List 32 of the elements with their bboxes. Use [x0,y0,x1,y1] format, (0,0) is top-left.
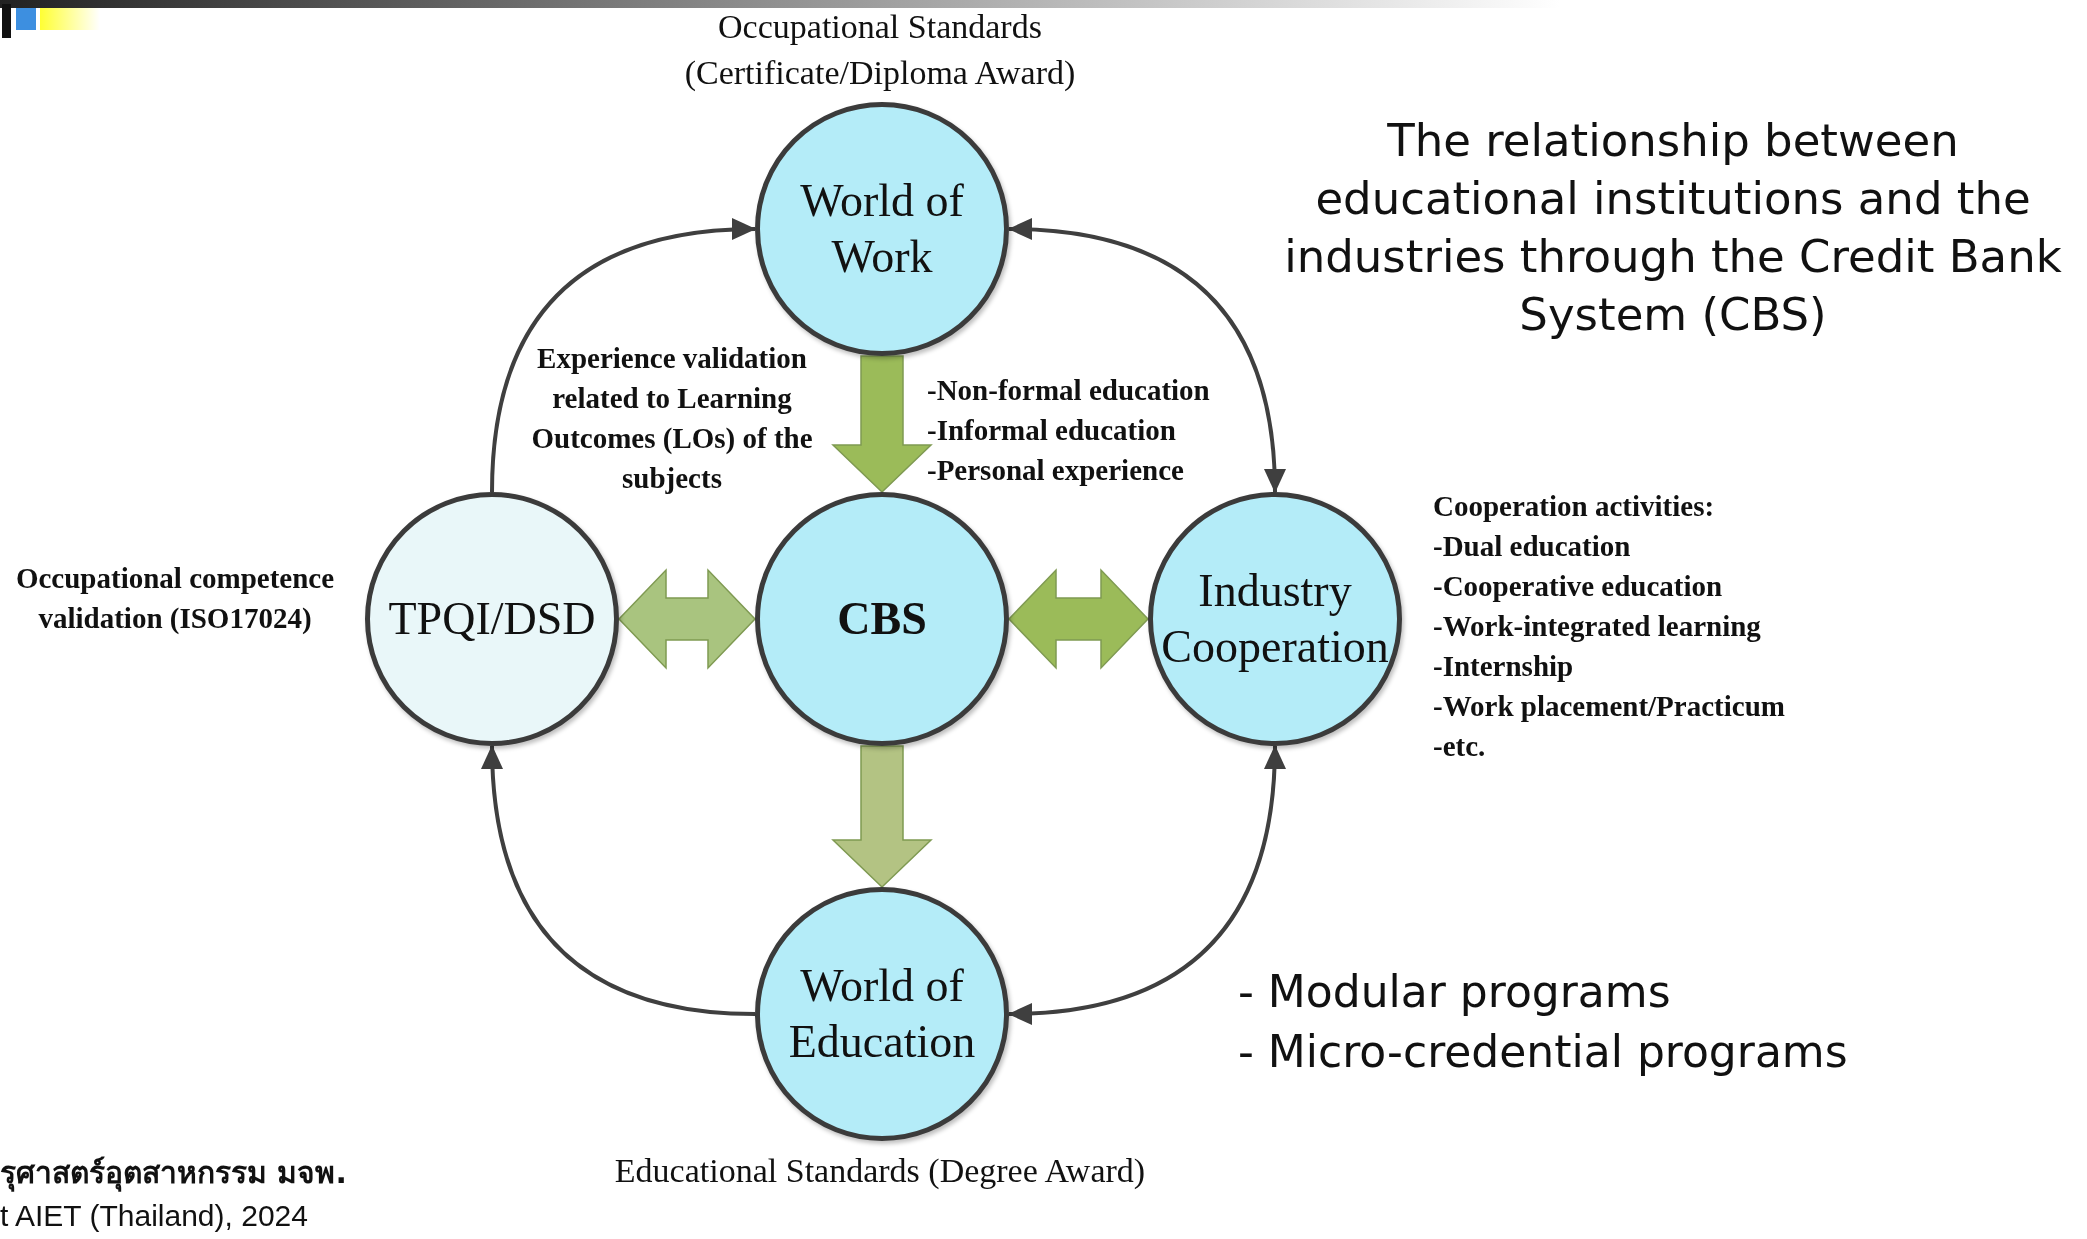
annotation-text: -Work placement/Practicum [1433,689,1785,724]
annotation-text: -etc. [1433,729,1486,764]
annotation-text: -Work-integrated learning [1433,609,1761,644]
block-arrow [1007,568,1150,670]
block-arrow [831,355,933,494]
annotation-text: Educational Standards (Degree Award) [613,1151,1147,1191]
curved-arrow [490,219,756,493]
annotation-text: Occupational competence validation (ISO17024) [14,561,336,636]
list-item: - Micro-credential programs [1238,1025,1848,1079]
block-arrow [831,745,933,889]
list-item: - Modular programs [1238,965,1671,1019]
footer-text: รุศาสตร์อุตสาหกรรม มจพ. [0,1154,347,1194]
annotation-text: Experience validation related to Learning Outcomes (LOs) of the subjects [530,341,814,496]
title: The relationship between educational institutions and the industries through the Credit Bank System (CBS) [1283,113,2063,343]
block-arrow [617,568,757,670]
annotation-text: -Internship [1433,649,1574,684]
annotation-text: -Dual education [1433,529,1631,564]
annotation-text: Occupational Standards (Certificate/Diploma Award) [683,7,1077,93]
node-label: World of Education [787,959,977,1069]
node-label: CBS [837,592,927,646]
annotation-text: -Cooperative education [1433,569,1723,604]
node-label: World of Work [799,174,965,284]
list-item: -Non-formal education [927,373,1210,408]
footer-text: t AIET (Thailand), 2024 [0,1198,308,1234]
list-item: -Informal education [927,413,1176,448]
annotation-text: Cooperation activities: [1433,489,1715,524]
curved-arrow [482,745,756,1016]
list-item: -Personal experience [927,453,1184,488]
node-label: Industry Cooperation [1160,564,1390,674]
node-label: TPQI/DSD [388,592,596,646]
curved-arrow [1008,745,1285,1024]
curved-arrow [1008,219,1285,493]
